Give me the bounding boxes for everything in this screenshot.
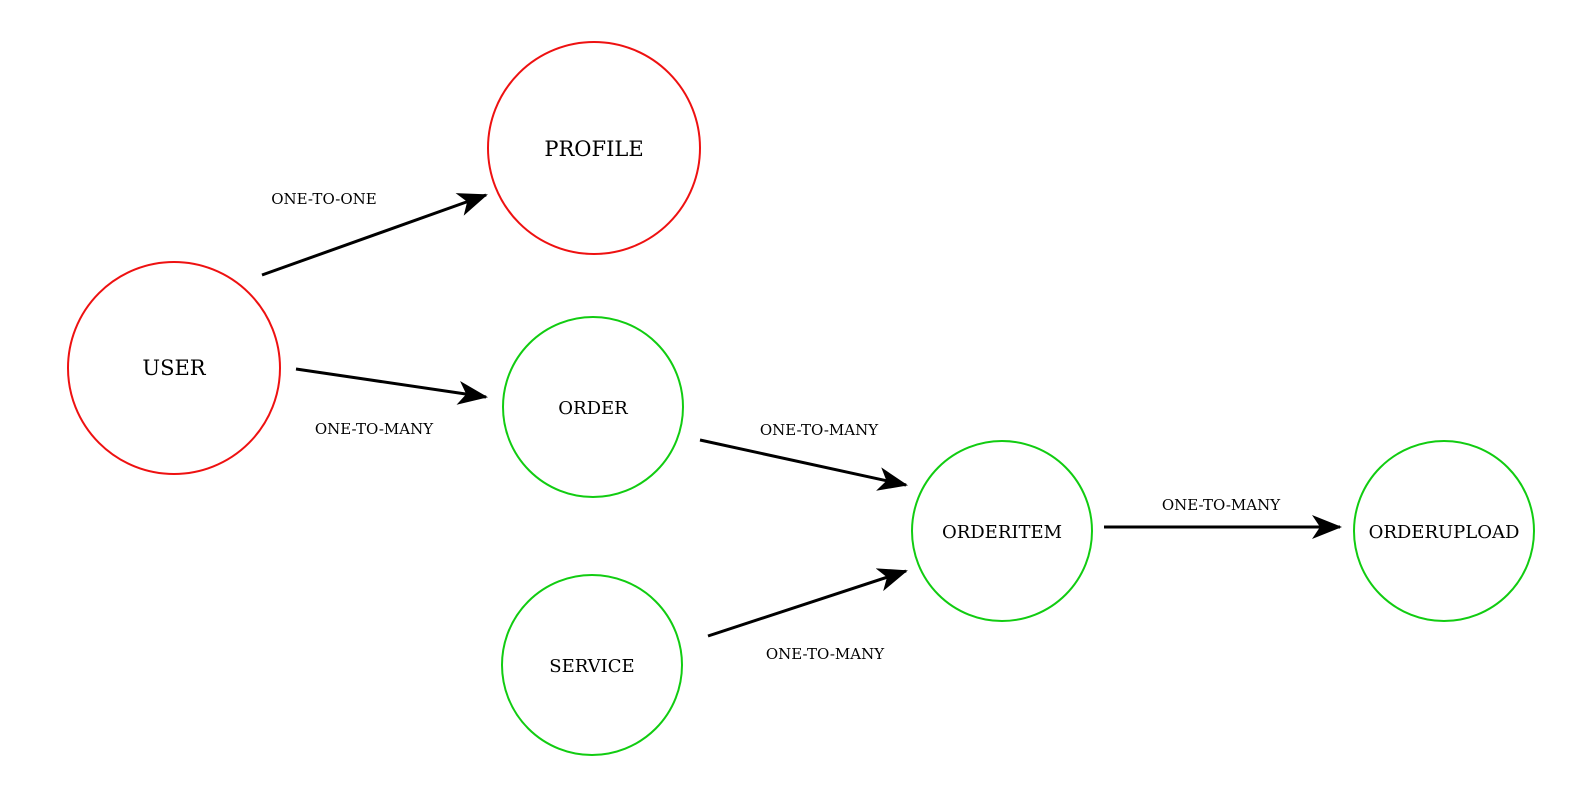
- node-user: USER: [67, 261, 281, 475]
- edge-label-user-profile: ONE-TO-ONE: [271, 190, 376, 208]
- node-order: ORDER: [502, 316, 684, 498]
- node-user-label: USER: [142, 356, 206, 380]
- node-orderupload-circle: [1353, 440, 1535, 622]
- edge-label-service-orderitem: ONE-TO-MANY: [766, 645, 885, 663]
- node-user-circle: [67, 261, 281, 475]
- node-orderitem-label: ORDERITEM: [942, 522, 1062, 543]
- node-profile-label: PROFILE: [544, 137, 643, 161]
- edge-order-orderitem: [699, 438, 908, 491]
- node-orderitem: ORDERITEM: [911, 440, 1093, 622]
- edge-user-order: [295, 367, 488, 405]
- edges: [261, 193, 1342, 638]
- node-service-circle: [501, 574, 683, 756]
- edge-label-user-order: ONE-TO-MANY: [315, 420, 434, 438]
- edge-user-profile: [261, 193, 488, 277]
- node-order-label: ORDER: [558, 398, 628, 419]
- node-orderupload: ORDERUPLOAD: [1353, 440, 1535, 622]
- node-profile-circle: [487, 41, 701, 255]
- edge-service-orderitem: [707, 568, 908, 638]
- edge-label-order-orderitem: ONE-TO-MANY: [760, 421, 879, 439]
- node-profile: PROFILE: [487, 41, 701, 255]
- node-service: SERVICE: [501, 574, 683, 756]
- edge-labels: ONE-TO-ONE ONE-TO-MANY ONE-TO-MANY ONE-T…: [271, 190, 1281, 663]
- edge-label-orderitem-orderupload: ONE-TO-MANY: [1162, 496, 1281, 514]
- node-orderitem-circle: [911, 440, 1093, 622]
- node-orderupload-label: ORDERUPLOAD: [1369, 522, 1520, 543]
- node-order-circle: [502, 316, 684, 498]
- node-service-label: SERVICE: [549, 656, 634, 677]
